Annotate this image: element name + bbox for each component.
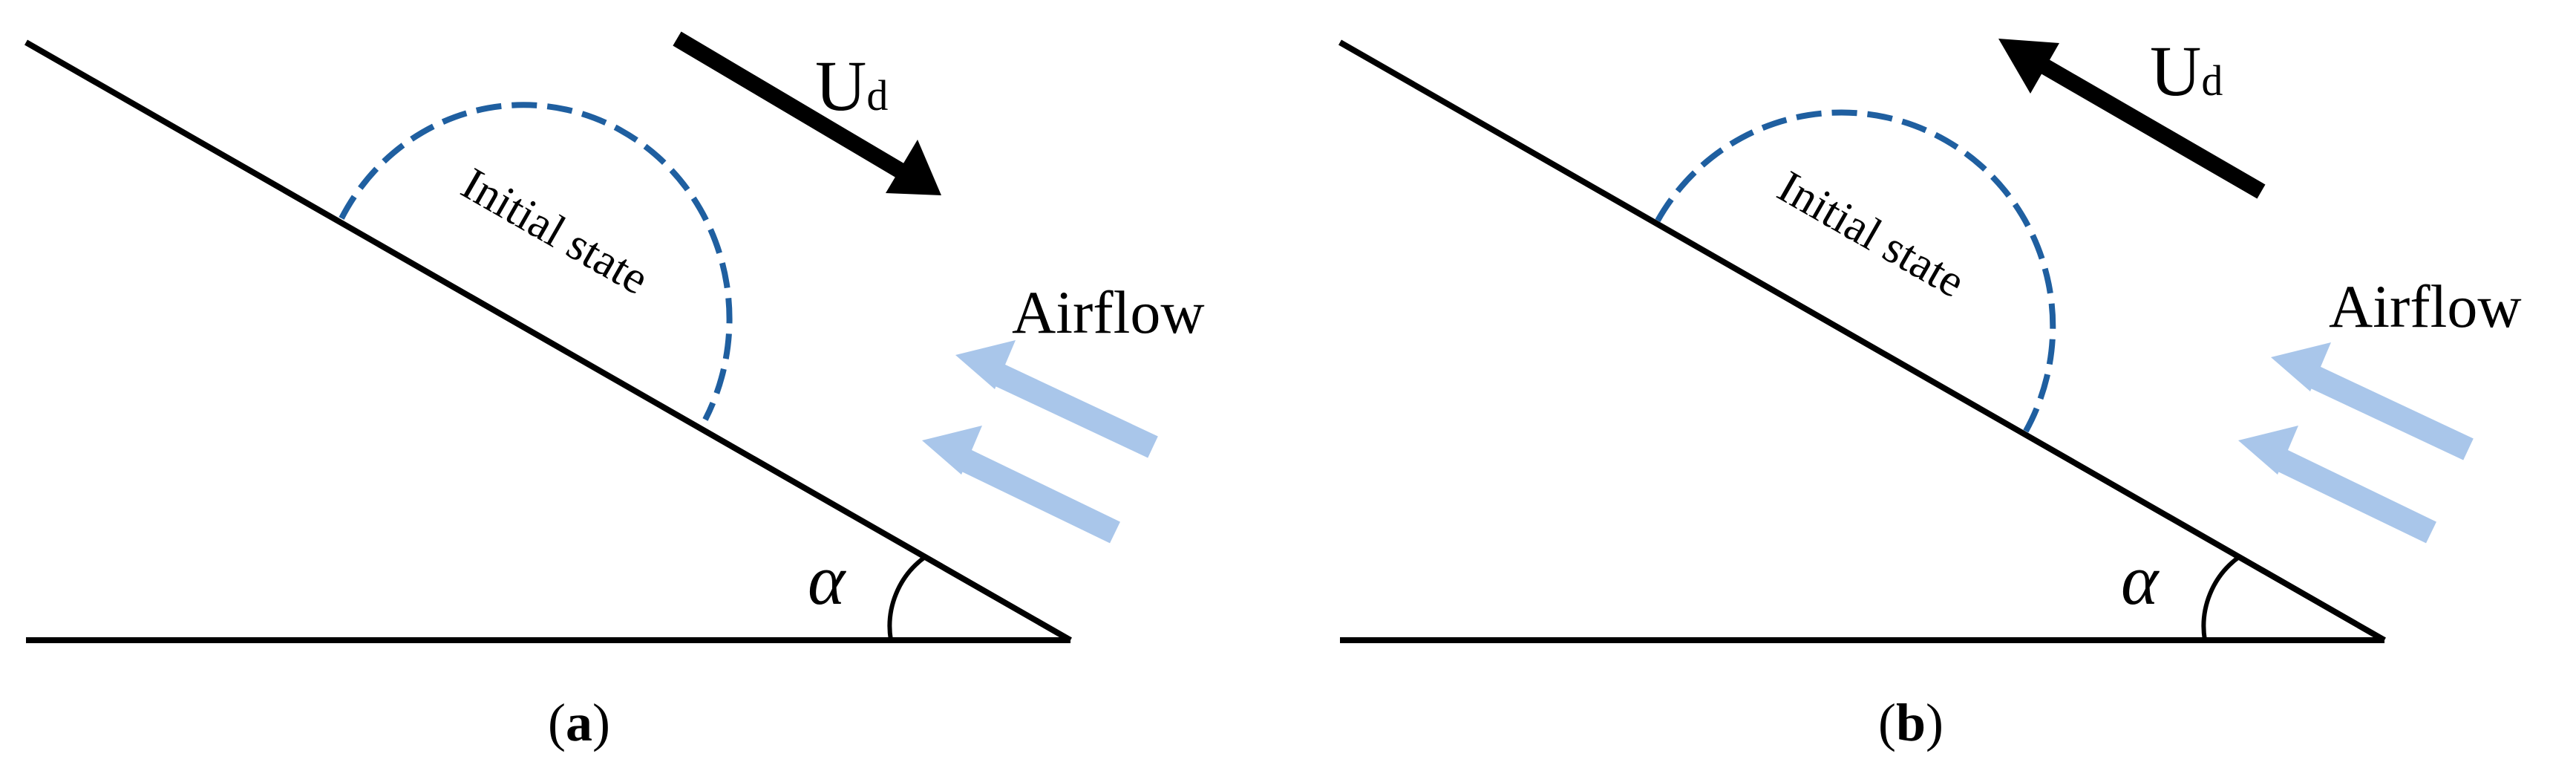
initial-state-arc <box>339 102 733 421</box>
airflow-arrowhead-lower <box>922 426 982 475</box>
angle-arc <box>887 555 926 641</box>
velocity-arrowhead <box>886 140 941 195</box>
airflow-label: Airflow <box>1012 279 1205 346</box>
panel-caption: (b) <box>1878 693 1944 752</box>
velocity-subscript: d <box>2201 56 2223 105</box>
inclined-plane <box>1338 39 2386 643</box>
velocity-arrow <box>2033 55 2266 199</box>
velocity-arrow <box>673 31 909 180</box>
angle-arc <box>2201 555 2240 641</box>
initial-state-label: Initial state <box>453 158 656 305</box>
airflow-label: Airflow <box>2329 273 2522 340</box>
velocity-symbol: U <box>815 46 866 126</box>
airflow-arrow-upper <box>2305 364 2474 460</box>
airflow-arrow-upper <box>990 362 1158 458</box>
panel-caption: (a) <box>548 693 610 752</box>
airflow-arrowhead-upper <box>2271 342 2331 391</box>
angle-label: α <box>2121 540 2160 619</box>
inclined-plane <box>24 39 1072 643</box>
velocity-symbol: U <box>2150 31 2201 111</box>
velocity-arrowhead <box>1998 39 2059 94</box>
airflow-arrowhead-upper <box>955 340 1016 389</box>
airflow-arrowhead-lower <box>2238 426 2298 475</box>
velocity-label: Ud <box>815 46 888 126</box>
airflow-arrow-lower <box>2272 447 2436 544</box>
airflow-arrow-lower <box>956 447 1120 544</box>
initial-state-arc <box>1655 109 2056 434</box>
airflow-arrows <box>2238 342 2474 544</box>
airflow-arrows <box>922 340 1158 544</box>
initial-state-label: Initial state <box>1769 161 1972 307</box>
velocity-subscript: d <box>866 71 888 120</box>
panel-a: Ud Initial state Airflow α (a) <box>24 31 1205 752</box>
angle-label: α <box>808 540 846 619</box>
velocity-label: Ud <box>2150 31 2223 111</box>
panel-b: Ud Initial state Airflow α (b) <box>1338 31 2522 752</box>
